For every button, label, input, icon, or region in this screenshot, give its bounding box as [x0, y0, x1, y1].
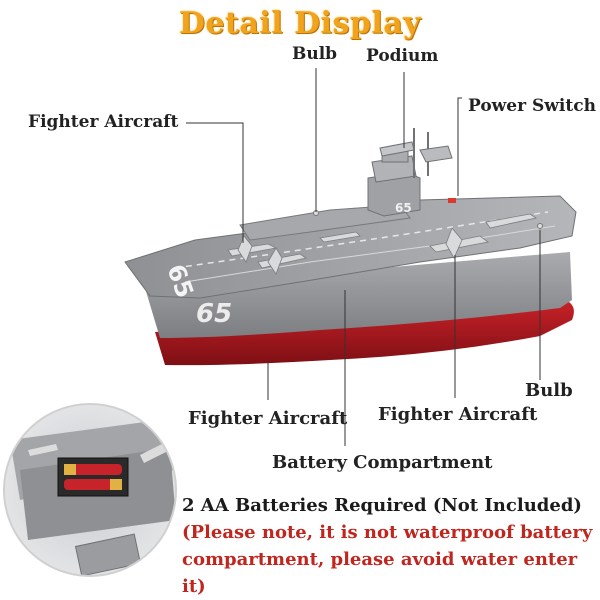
label-podium: Podium [366, 46, 439, 66]
label-fighter-aircraft-bottom-left: Fighter Aircraft [188, 408, 348, 429]
leader-lines [186, 68, 541, 446]
label-fighter-aircraft-left: Fighter Aircraft [28, 112, 179, 132]
label-bulb-right: Bulb [525, 380, 573, 401]
battery-inset [4, 404, 176, 576]
label-battery-compartment: Battery Compartment [272, 452, 493, 473]
note-line-2: (Please note, it is not waterproof batte… [182, 522, 593, 543]
svg-text:65: 65 [395, 201, 412, 215]
hull-grey-side [145, 252, 572, 338]
label-fighter-aircraft-bottom-right: Fighter Aircraft [378, 404, 538, 425]
island-superstructure: 65 [367, 128, 453, 217]
note-line-3: compartment, please avoid water enter it… [182, 549, 578, 597]
power-switch-red [448, 198, 456, 203]
label-bulb-top: Bulb [292, 44, 338, 64]
note-line-1: 2 AA Batteries Required (Not Included) [182, 495, 582, 516]
hull-number: 65 [196, 299, 232, 329]
fighter-aircraft-group [227, 213, 538, 275]
page-title: Detail Display [178, 6, 422, 41]
battery-note: 2 AA Batteries Required (Not Included) (… [182, 492, 598, 600]
bulb-right [537, 223, 543, 229]
label-power-switch: Power Switch [468, 96, 596, 116]
